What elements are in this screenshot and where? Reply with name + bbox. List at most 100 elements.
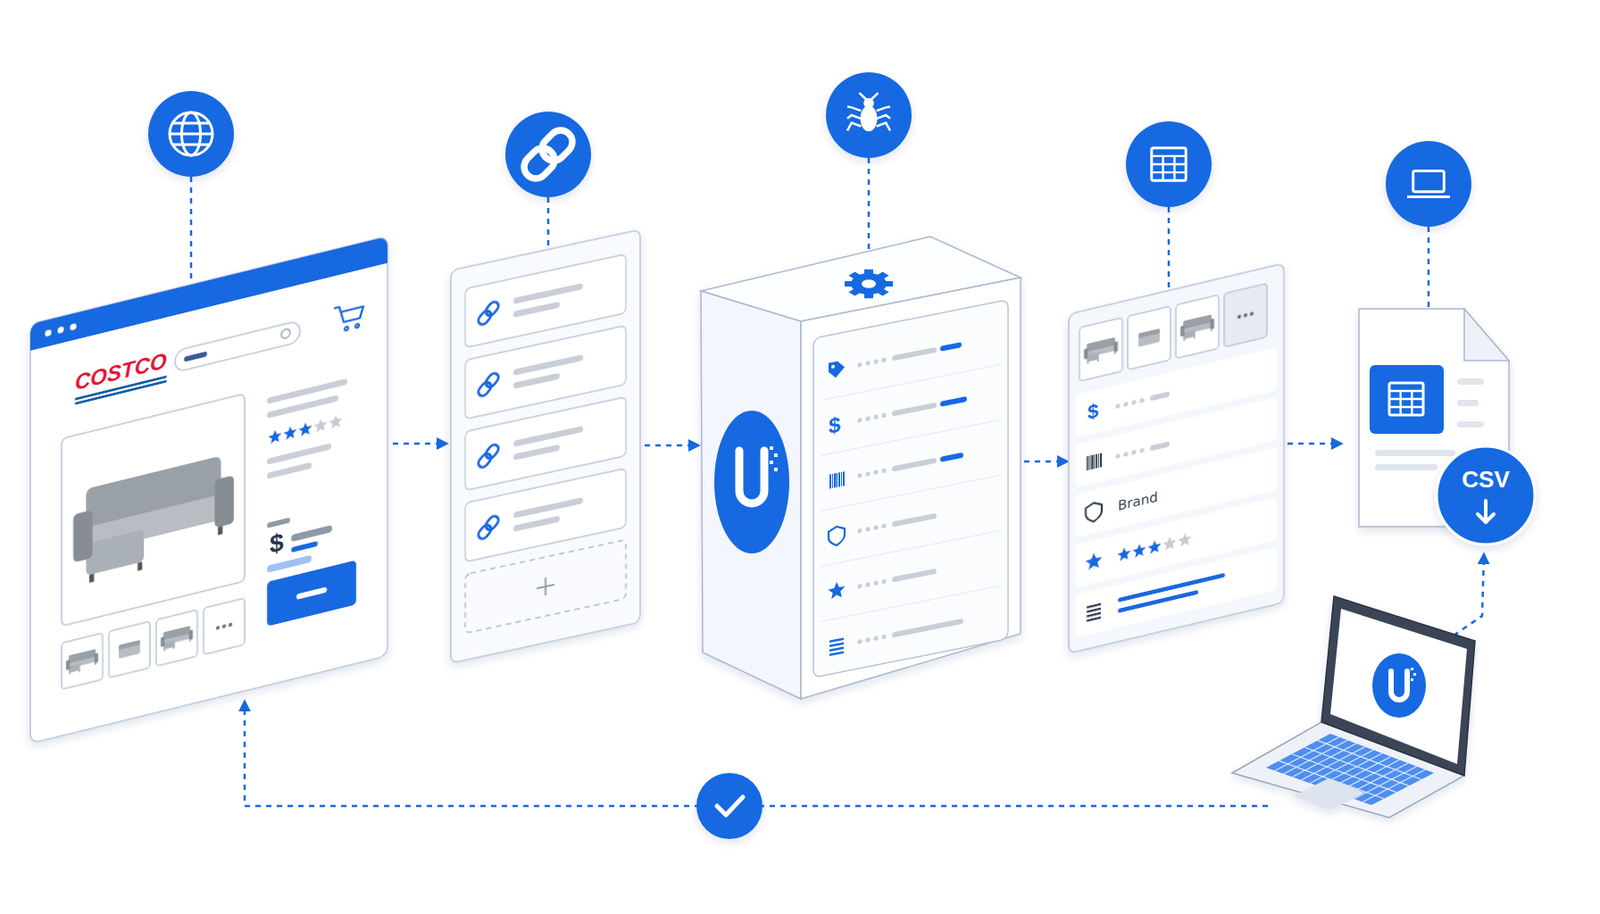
sofa-leg [1087,361,1089,364]
price-symbol: $ [269,527,284,560]
sofa-arm [1180,325,1185,337]
sofa [1180,313,1215,342]
table-row [1389,398,1424,400]
barcode-bar [1100,452,1102,467]
thumbnail [1224,283,1267,348]
placeholder-bar [266,462,312,480]
sofa-leg [217,525,223,535]
badge-circle [825,72,912,159]
table-row [1151,155,1186,158]
laptop-icon-base [1407,195,1450,199]
plus-sign [544,577,547,596]
row-divider [820,364,1001,400]
logo-u [739,450,765,504]
placeholder-dot [865,471,870,477]
table-frame [1151,148,1186,181]
placeholder-dot [873,414,878,420]
ottoman-side [1138,333,1160,347]
bug-body [859,105,877,132]
placeholder-bar [513,425,584,448]
window-dot [70,323,77,332]
table-col [1399,391,1401,416]
price-bar [291,525,333,542]
placeholder-dot [1123,401,1128,408]
product-image [61,393,245,626]
sofa [1083,336,1118,365]
more-dot [216,625,220,631]
panel-frame [450,229,641,664]
panel-frame [1068,263,1284,654]
price-icon: $ [1087,399,1099,425]
gear-body [850,273,887,295]
list-line [829,641,844,648]
icon-badge [825,72,912,159]
star-icon [1147,539,1161,556]
file-tile [1369,365,1444,434]
placeholder-dot [873,580,878,586]
sofa-arm [94,652,99,664]
more-dot [222,624,226,629]
ottoman [118,640,141,659]
logo-pixel [774,467,778,472]
placeholder-bar [1150,441,1170,451]
add-row [465,540,626,634]
barcode-bar [842,471,845,486]
scraper-panel [813,300,1009,679]
barcode-bar [1095,453,1098,468]
gear-hole [861,279,876,289]
ottoman [1138,328,1160,348]
barcode-bar [1098,453,1100,468]
sofa-leg [1210,329,1212,332]
bug-leg [876,106,891,111]
key-col [1353,766,1417,800]
placeholder-bar [891,618,964,639]
list-line [829,650,844,657]
table-row [1389,390,1424,392]
placeholder-bar [513,301,560,318]
thumbnail [203,598,245,655]
bug-leg [876,115,891,119]
icon-badge [1385,141,1472,227]
progress-bar [1117,590,1199,614]
placeholder-dot [1131,450,1136,456]
globe-equator [169,133,213,136]
sofa-arm [1209,318,1215,330]
logo-pixel [769,460,774,465]
placeholder-dot [873,469,878,475]
table-col [1173,156,1175,181]
dashed-connector [1287,442,1342,446]
placeholder-dot [865,526,870,533]
browser-bar [30,249,388,351]
sofa-leg [189,640,191,642]
logo-u [1391,671,1408,700]
table-frame [1389,383,1424,416]
link-row [465,468,626,563]
sofa-arm [189,629,193,641]
shield-icon [828,525,845,548]
dashed-connector [1427,226,1431,308]
badge-circle [1385,141,1472,227]
sofa-leg [1097,359,1099,362]
search-icon [281,328,291,340]
sofa-arm [160,636,165,648]
placeholder-bar [891,568,937,584]
laptop-icon-screen [1413,171,1445,192]
barcode-bar [1091,454,1094,470]
dashed-connector [1024,460,1067,464]
dashed-connector [1167,207,1171,290]
box-right-face [800,277,1021,700]
sofa-arm [1083,348,1089,359]
icon-badge [1125,121,1212,208]
table-row [1151,163,1186,166]
placeholder-dot [873,358,878,365]
sofa-arm [214,475,234,528]
badge-circle [505,111,592,198]
record-row [1075,547,1277,638]
csv-circle [1436,446,1535,545]
progress-bar [940,341,962,352]
link-icon [519,125,578,184]
placeholder-bar [891,513,937,528]
placeholder-dot [1123,451,1128,458]
table-row [1151,171,1186,174]
sofa-arm [73,509,93,563]
